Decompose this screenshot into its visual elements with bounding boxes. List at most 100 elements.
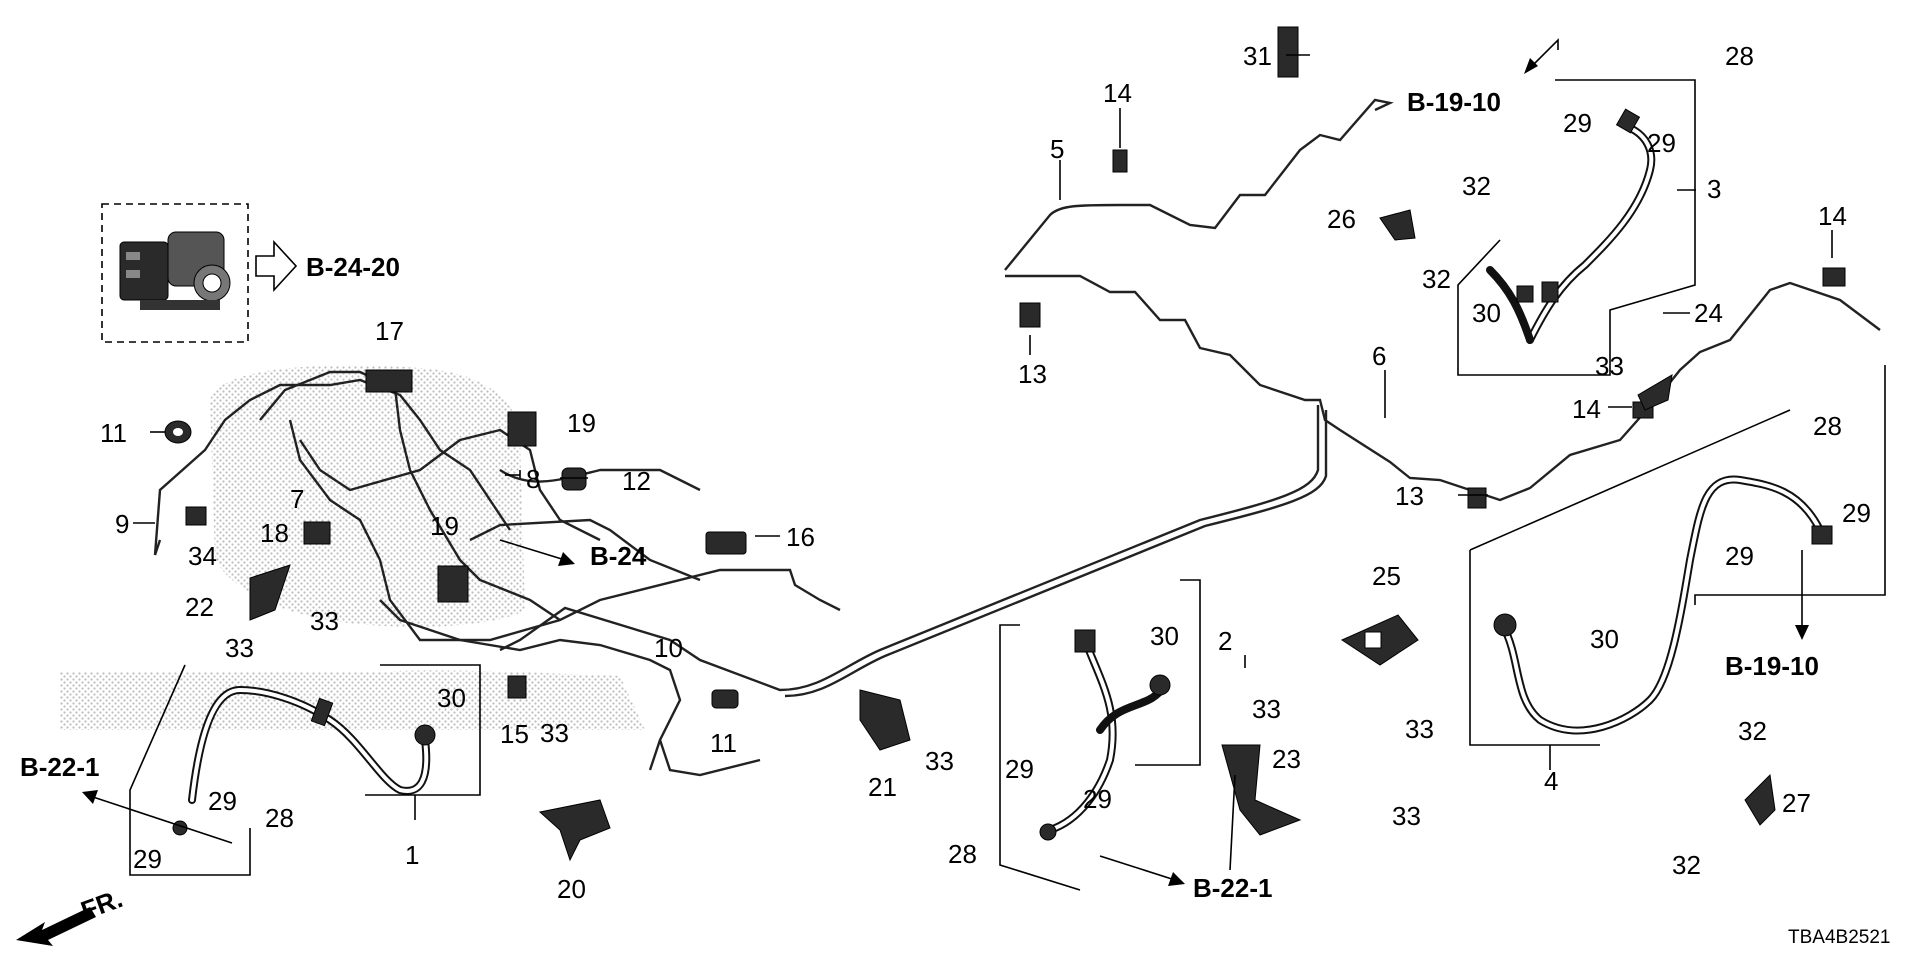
arrow-b19-top-icon bbox=[1524, 58, 1538, 74]
part-label-29c[interactable]: 29 bbox=[1842, 498, 1871, 528]
part-label-11a[interactable]: 11 bbox=[100, 418, 127, 448]
part-label-33g[interactable]: 33 bbox=[1405, 714, 1434, 744]
bracket-icon-21 bbox=[859, 689, 911, 751]
part-label-2[interactable]: 2 bbox=[1218, 626, 1232, 656]
clip-icon-12 bbox=[561, 467, 587, 491]
part-label-34[interactable]: 34 bbox=[188, 541, 217, 571]
part-label-26[interactable]: 26 bbox=[1327, 204, 1356, 234]
part-label-29d[interactable]: 29 bbox=[1725, 541, 1754, 571]
hose-4 bbox=[1493, 475, 1833, 735]
part-label-33a[interactable]: 33 bbox=[310, 606, 339, 636]
ref-b24[interactable]: B-24 bbox=[590, 541, 647, 571]
part-label-32c[interactable]: 32 bbox=[1738, 716, 1767, 746]
frame-hose-1 bbox=[129, 664, 251, 876]
part-label-24[interactable]: 24 bbox=[1694, 298, 1723, 328]
part-label-30c[interactable]: 30 bbox=[1590, 624, 1619, 654]
hose-3 bbox=[1486, 108, 1656, 344]
ref-b19-bottom[interactable]: B-19-10 bbox=[1725, 651, 1819, 681]
leader-b22-right bbox=[1099, 855, 1176, 881]
bracket-icon-27 bbox=[1744, 773, 1776, 826]
part-label-4[interactable]: 4 bbox=[1544, 766, 1558, 796]
hose-2 bbox=[1039, 629, 1171, 841]
part-label-8[interactable]: 8 bbox=[526, 464, 540, 494]
part-label-14a[interactable]: 14 bbox=[1103, 78, 1132, 108]
part-label-12[interactable]: 12 bbox=[622, 466, 651, 496]
shaded-area-front bbox=[60, 670, 645, 730]
front-direction-arrow-icon bbox=[16, 907, 96, 946]
part-label-29g[interactable]: 29 bbox=[1005, 754, 1034, 784]
bracket-icon-26 bbox=[1379, 209, 1416, 241]
part-label-18[interactable]: 18 bbox=[260, 518, 289, 548]
leader-b22-left bbox=[89, 795, 233, 844]
part-label-29f[interactable]: 29 bbox=[133, 844, 162, 874]
part-label-13a[interactable]: 13 bbox=[1018, 359, 1047, 389]
frame-hose-4 bbox=[1469, 550, 1600, 746]
clip-icon-11b bbox=[711, 689, 739, 709]
part-label-30b[interactable]: 30 bbox=[1150, 621, 1179, 651]
part-label-14c[interactable]: 14 bbox=[1572, 394, 1601, 424]
part-label-1[interactable]: 1 bbox=[405, 840, 419, 870]
part-label-27[interactable]: 27 bbox=[1782, 788, 1811, 818]
ref-b19-top[interactable]: B-19-10 bbox=[1407, 87, 1501, 117]
leader-b19-top bbox=[1529, 38, 1559, 69]
part-label-32b[interactable]: 32 bbox=[1422, 264, 1451, 294]
part-label-28b[interactable]: 28 bbox=[1813, 411, 1842, 441]
part-label-33f[interactable]: 33 bbox=[1392, 801, 1421, 831]
part-label-33d[interactable]: 33 bbox=[925, 746, 954, 776]
part-label-28c[interactable]: 28 bbox=[265, 803, 294, 833]
part-label-3[interactable]: 3 bbox=[1707, 174, 1721, 204]
part-label-25[interactable]: 25 bbox=[1372, 561, 1401, 591]
part-label-19a[interactable]: 19 bbox=[567, 408, 596, 438]
part-label-21[interactable]: 21 bbox=[868, 772, 897, 802]
part-label-33e[interactable]: 33 bbox=[1252, 694, 1281, 724]
part-label-33b[interactable]: 33 bbox=[225, 633, 254, 663]
part-label-33c[interactable]: 33 bbox=[540, 718, 569, 748]
part-label-30a[interactable]: 30 bbox=[1472, 298, 1501, 328]
part-label-20[interactable]: 20 bbox=[557, 874, 586, 904]
abs-unit-inset bbox=[101, 203, 249, 343]
part-label-23[interactable]: 23 bbox=[1272, 744, 1301, 774]
arrow-b19-bottom-icon bbox=[1795, 625, 1809, 640]
part-label-32a[interactable]: 32 bbox=[1462, 171, 1491, 201]
part-label-30d[interactable]: 30 bbox=[437, 683, 466, 713]
clip-icon-31 bbox=[1277, 26, 1299, 78]
part-label-15[interactable]: 15 bbox=[500, 719, 529, 749]
part-label-14b[interactable]: 14 bbox=[1818, 201, 1847, 231]
part-label-11b[interactable]: 11 bbox=[710, 728, 737, 758]
part-label-22[interactable]: 22 bbox=[185, 592, 214, 622]
part-label-31[interactable]: 31 bbox=[1243, 41, 1272, 71]
bracket-icon-24 bbox=[1637, 374, 1673, 411]
bracket-icon-25 bbox=[1340, 614, 1419, 666]
part-label-29e[interactable]: 29 bbox=[208, 786, 237, 816]
part-label-29h[interactable]: 29 bbox=[1083, 784, 1112, 814]
part-label-29b[interactable]: 29 bbox=[1647, 128, 1676, 158]
part-label-6[interactable]: 6 bbox=[1372, 341, 1386, 371]
ref-b22-left[interactable]: B-22-1 bbox=[20, 752, 99, 782]
frame-hose-2 bbox=[1135, 579, 1201, 766]
ref-b22-right[interactable]: B-22-1 bbox=[1193, 873, 1272, 903]
ref-abs-unit[interactable]: B-24-20 bbox=[306, 252, 400, 282]
part-label-19b[interactable]: 19 bbox=[430, 511, 459, 541]
part-label-29a[interactable]: 29 bbox=[1563, 108, 1592, 138]
part-label-28d[interactable]: 28 bbox=[948, 839, 977, 869]
leader-lines bbox=[133, 54, 1833, 871]
part-label-10[interactable]: 10 bbox=[654, 633, 683, 663]
part-label-5[interactable]: 5 bbox=[1050, 134, 1064, 164]
part-label-17[interactable]: 17 bbox=[375, 316, 404, 346]
part-label-7[interactable]: 7 bbox=[290, 484, 304, 514]
part-label-13b[interactable]: 13 bbox=[1395, 481, 1424, 511]
arrow-b22-right-icon bbox=[1168, 872, 1185, 886]
part-label-33h[interactable]: 33 bbox=[1595, 351, 1624, 381]
brake-pipes bbox=[153, 98, 1881, 777]
clip-icon-34 bbox=[185, 506, 207, 526]
part-label-32d[interactable]: 32 bbox=[1672, 850, 1701, 880]
diagram-code: TBA4B2521 bbox=[1788, 927, 1890, 948]
frame-hose-4b bbox=[1694, 510, 1886, 605]
part-label-16[interactable]: 16 bbox=[786, 522, 815, 552]
bracket-icon-20 bbox=[538, 799, 611, 862]
part-label-28a[interactable]: 28 bbox=[1725, 41, 1754, 71]
front-direction-label: FR. bbox=[77, 883, 127, 926]
abs-modulator-icon bbox=[119, 231, 231, 310]
part-label-9[interactable]: 9 bbox=[115, 509, 129, 539]
